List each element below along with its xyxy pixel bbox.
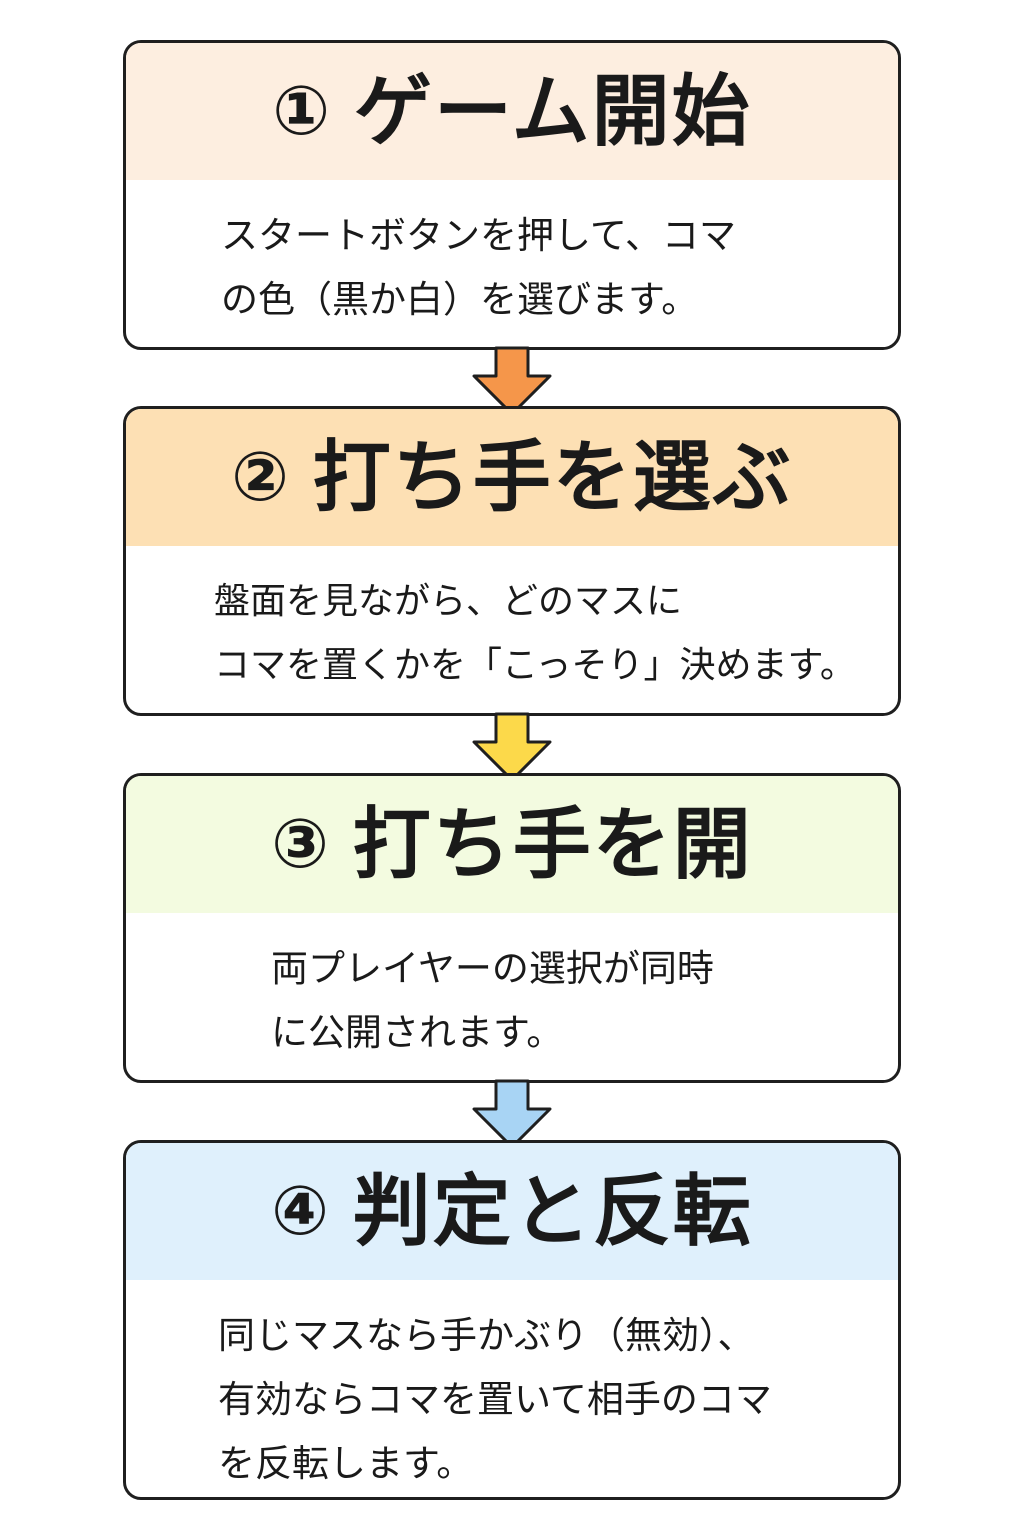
step-4-description: 同じマスなら手かぶり（無効）、 有効ならコマを置いて相手のコマ を反転します。: [218, 1314, 772, 1485]
step-1-header: ① ゲーム開始: [126, 43, 898, 180]
down-arrow-icon: [472, 1079, 552, 1149]
step-2-description: 盤面を見ながら、どのマスに コマを置くかを「こっそり」決めます。: [214, 581, 856, 686]
step-3-title: 打ち手を開: [352, 799, 753, 890]
step-3-description: 両プレイヤーの選択が同時 に公開されます。: [271, 947, 714, 1054]
step-3-header: ③ 打ち手を開: [126, 776, 898, 913]
down-arrow-icon-2: [472, 712, 552, 782]
step-4-number: ④: [271, 1171, 329, 1251]
down-arrow-icon: [472, 346, 552, 416]
step-3-number: ③: [271, 804, 329, 884]
step-2-number: ②: [231, 437, 289, 517]
step-1-description: スタートボタンを押して、コマ の色（黒か白）を選びます。: [221, 214, 737, 321]
step-4-card: ④ 判定と反転 同じマスなら手かぶり（無効）、 有効ならコマを置いて相手のコマ …: [123, 1140, 901, 1500]
down-arrow-icon-1: [472, 346, 552, 416]
step-1-card: ① ゲーム開始 スタートボタンを押して、コマ の色（黒か白）を選びます。: [123, 40, 901, 350]
step-4-header: ④ 判定と反転: [126, 1143, 898, 1280]
step-1-number: ①: [272, 71, 330, 151]
down-arrow-icon: [472, 712, 552, 782]
step-3-card: ③ 打ち手を開 両プレイヤーの選択が同時 に公開されます。: [123, 773, 901, 1083]
step-2-header: ② 打ち手を選ぶ: [126, 409, 898, 546]
step-4-title: 判定と反転: [352, 1166, 753, 1257]
step-2-title: 打ち手を選ぶ: [312, 432, 793, 523]
step-1-title: ゲーム開始: [353, 66, 752, 157]
step-2-card: ② 打ち手を選ぶ 盤面を見ながら、どのマスに コマを置くかを「こっそり」決めます…: [123, 406, 901, 716]
down-arrow-icon-3: [472, 1079, 552, 1149]
